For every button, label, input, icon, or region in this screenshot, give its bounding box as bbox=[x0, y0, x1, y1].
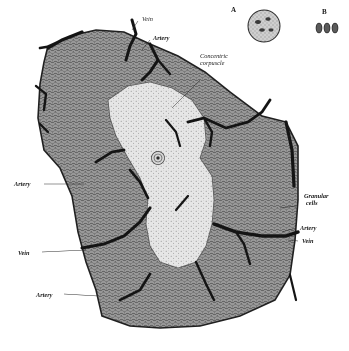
inset-b-cell-2 bbox=[324, 23, 330, 33]
inset-b-cell-3 bbox=[332, 23, 338, 33]
inset-a-cell bbox=[248, 10, 280, 42]
label-vein-left: Vein bbox=[18, 250, 30, 257]
inset-b-cell-1 bbox=[316, 23, 322, 33]
inset-b-letter: B bbox=[322, 8, 327, 16]
label-granular-line2: cells bbox=[306, 200, 318, 207]
label-granular-line1: Granular bbox=[304, 193, 329, 200]
label-artery-bottom: Artery bbox=[35, 292, 53, 299]
label-vein-top: Vein bbox=[142, 16, 153, 23]
label-artery-left: Artery bbox=[13, 181, 31, 188]
label-artery-top: Artery bbox=[152, 35, 170, 42]
label-concentric-line2: corpuscle bbox=[200, 60, 225, 67]
inset-a: A bbox=[231, 6, 280, 42]
inset-a-letter: A bbox=[231, 6, 236, 14]
label-artery-right: Artery bbox=[299, 225, 317, 232]
label-vein-right: Vein bbox=[302, 238, 314, 245]
label-concentric-line1: Concentric bbox=[200, 53, 228, 60]
concentric-corpuscle bbox=[152, 152, 165, 165]
inset-b: B bbox=[316, 8, 338, 33]
